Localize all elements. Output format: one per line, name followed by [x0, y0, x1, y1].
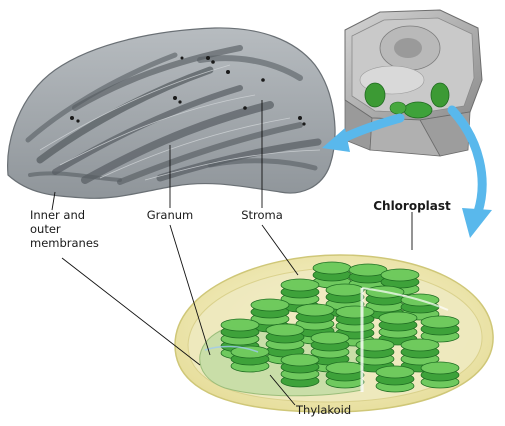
- leader-stroma-model: [261, 224, 299, 276]
- thylakoid-top: [270, 325, 300, 333]
- thylakoid-top: [360, 340, 390, 348]
- thylakoid-top: [425, 363, 455, 371]
- label-granum: Granum: [147, 208, 193, 222]
- model-overlay: [204, 287, 449, 392]
- micrograph: [7, 27, 336, 199]
- micrograph-stacks: [25, 45, 322, 185]
- thylakoid-top: [385, 270, 415, 278]
- granum-stack: [375, 365, 415, 393]
- granum-stack: [295, 303, 335, 345]
- thylakoid-top: [225, 320, 255, 328]
- arrows: [322, 105, 492, 238]
- granum-stack: [400, 338, 440, 373]
- leader-lines: [51, 100, 413, 406]
- granum-stack: [325, 361, 365, 389]
- label-stroma: Stroma: [241, 208, 283, 222]
- thylakoid-top: [285, 355, 315, 363]
- thylakoid-top: [317, 263, 347, 271]
- granum-stack: [420, 361, 460, 389]
- label-chloroplast: Chloroplast: [373, 199, 451, 213]
- thylakoid-top: [315, 333, 345, 341]
- granum-stack: [230, 345, 270, 373]
- thylakoid-top: [330, 285, 360, 293]
- granum-stack: [325, 283, 365, 318]
- granum-stack: [355, 338, 395, 373]
- granum-stack: [220, 318, 260, 360]
- leader-thylakoid: [269, 374, 296, 406]
- thylakoid-top: [235, 347, 265, 355]
- thylakoid-top: [353, 265, 383, 273]
- granum-stack: [420, 315, 460, 343]
- leader-granum-model: [169, 224, 211, 356]
- thylakoid-top: [300, 305, 330, 313]
- leader-inner-outer-model: [61, 257, 201, 366]
- thylakoid-top: [285, 280, 315, 288]
- leader-inner-outer: [51, 191, 56, 211]
- grana: [220, 261, 460, 393]
- thylakoid-top: [330, 363, 360, 371]
- label-inner-outer-membranes: Inner and outer membranes: [30, 208, 99, 250]
- plant-cell-illustration: [344, 9, 483, 157]
- thylakoid-top: [405, 340, 435, 348]
- granum-stack: [265, 323, 305, 365]
- thylakoid-top: [340, 307, 370, 315]
- arrow-to-model: [447, 105, 487, 217]
- label-thylakoid: Thylakoid: [295, 403, 351, 417]
- thylakoid-top: [255, 300, 285, 308]
- cell-chloroplasts: [364, 82, 450, 119]
- granum-stack: [280, 353, 320, 388]
- thylakoid-top: [425, 317, 455, 325]
- thylakoid-top: [380, 367, 410, 375]
- thylakoid-top: [383, 313, 413, 321]
- micrograph-dots: [70, 56, 306, 126]
